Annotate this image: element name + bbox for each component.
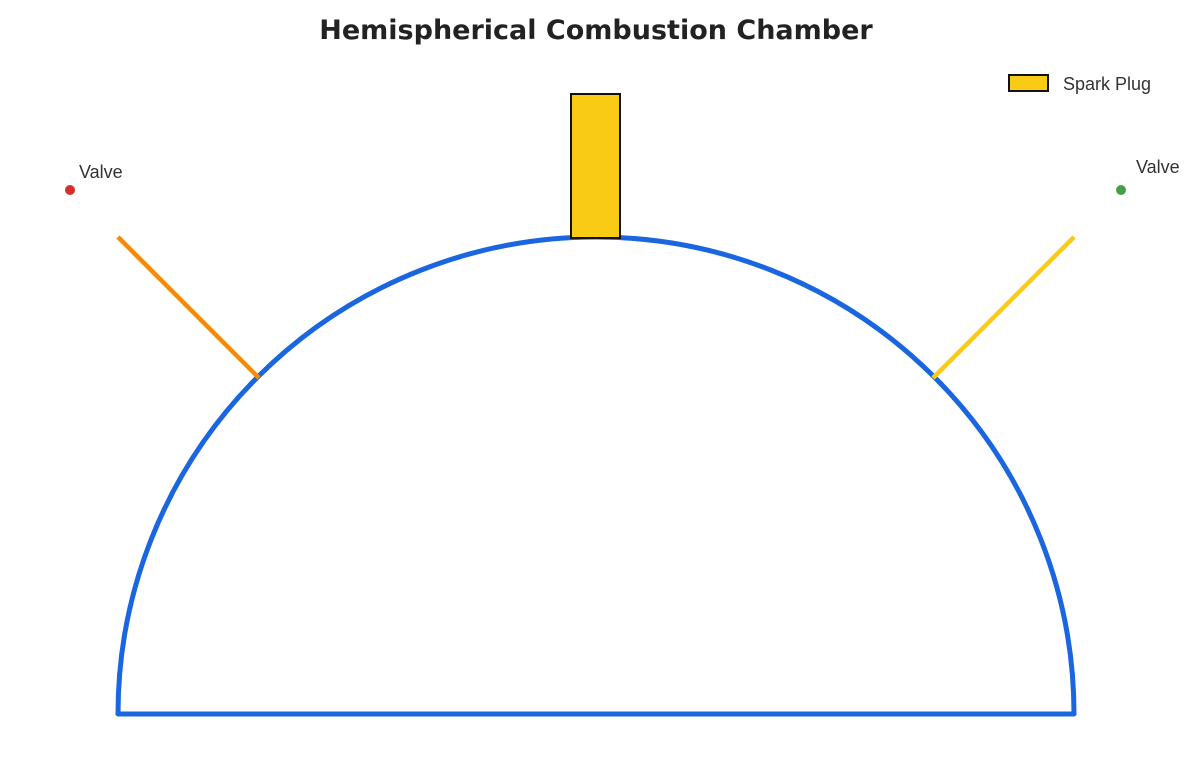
left-valve-stem: [116, 235, 261, 380]
legend-spark-plug-swatch: [1008, 74, 1049, 92]
left-valve-dot: [65, 185, 75, 195]
right-valve: Valve: [931, 157, 1180, 380]
legend-spark-plug-label: Spark Plug: [1063, 74, 1151, 94]
right-valve-label: Valve: [1136, 157, 1180, 177]
left-valve-label: Valve: [79, 162, 123, 182]
right-valve-stem: [931, 235, 1076, 380]
left-valve: Valve: [65, 162, 261, 380]
diagram-title: Hemispherical Combustion Chamber: [319, 15, 873, 46]
chamber-dome: [115, 234, 1077, 717]
legend: Spark Plug: [1008, 74, 1151, 94]
right-valve-dot: [1116, 185, 1126, 195]
spark-plug: [570, 93, 621, 239]
